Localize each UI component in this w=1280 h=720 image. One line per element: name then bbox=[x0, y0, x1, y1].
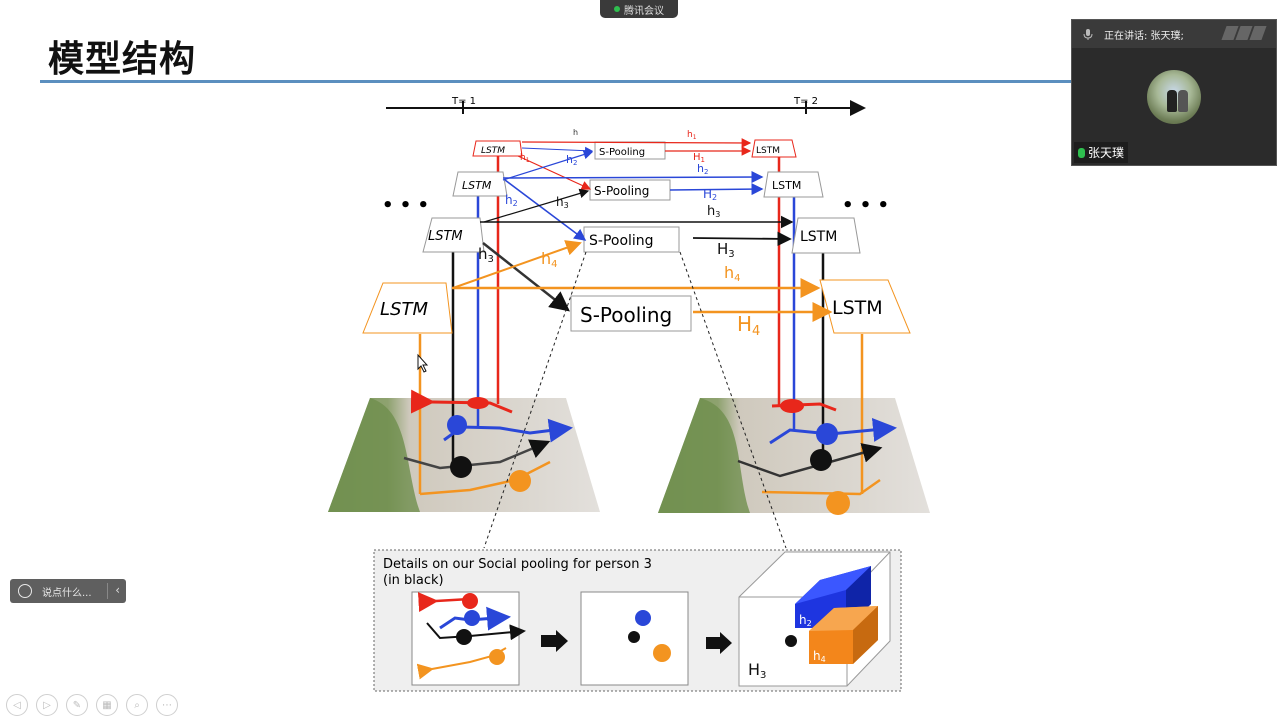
more-icon[interactable]: ⋯ bbox=[156, 694, 178, 716]
time-axis: T= 1 T= 2 bbox=[386, 96, 866, 116]
svg-text:LSTM: LSTM bbox=[428, 229, 463, 244]
svg-text:h3: h3 bbox=[478, 245, 494, 265]
svg-text:h2: h2 bbox=[697, 162, 708, 176]
speaking-label: 正在讲话: 张天璞; bbox=[1104, 30, 1184, 42]
svg-text:h: h bbox=[573, 128, 578, 137]
menu-icon[interactable] bbox=[1221, 26, 1267, 40]
speaking-bar: 正在讲话: 张天璞; bbox=[1072, 20, 1276, 48]
details-title-line1: Details on our Social pooling for person… bbox=[383, 557, 652, 572]
svg-text:h3: h3 bbox=[707, 204, 720, 219]
emoji-icon[interactable] bbox=[18, 584, 32, 598]
meeting-app-pill[interactable]: 腾讯会议 bbox=[600, 0, 678, 18]
participant-name-tag: 张天璞 bbox=[1074, 142, 1129, 163]
zoom-icon[interactable]: ⌕ bbox=[126, 694, 148, 716]
pooling-tensor-cube: h2 h4 H3 bbox=[738, 551, 891, 687]
lstm-t1-p1: LSTM bbox=[472, 140, 523, 157]
svg-text:h1: h1 bbox=[520, 153, 530, 164]
svg-text:h1: h1 bbox=[687, 130, 697, 141]
pooling-box-3: S-Pooling bbox=[583, 226, 680, 253]
pooling-box-1: S-Pooling bbox=[594, 141, 666, 160]
prev-icon[interactable]: ◁ bbox=[6, 694, 28, 716]
video-panel[interactable]: 正在讲话: 张天璞; 张天璞 bbox=[1071, 19, 1277, 166]
meeting-app-name: 腾讯会议 bbox=[624, 5, 664, 17]
ellipsis-left: • • • bbox=[382, 195, 429, 216]
layout-icon[interactable]: ▦ bbox=[96, 694, 118, 716]
svg-text:S-Pooling: S-Pooling bbox=[594, 184, 649, 198]
social-pooling-details-panel: Details on our Social pooling for person… bbox=[373, 549, 902, 692]
svg-text:LSTM: LSTM bbox=[756, 146, 780, 156]
svg-text:h2: h2 bbox=[566, 153, 577, 167]
svg-text:LSTM: LSTM bbox=[832, 297, 883, 319]
svg-text:h4: h4 bbox=[541, 249, 558, 270]
pen-icon[interactable]: ✎ bbox=[66, 694, 88, 716]
svg-text:H3: H3 bbox=[717, 240, 735, 260]
time-label-t1: T= 1 bbox=[451, 96, 476, 107]
next-icon[interactable]: ▷ bbox=[36, 694, 58, 716]
presentation-toolbar: ◁ ▷ ✎ ▦ ⌕ ⋯ bbox=[6, 694, 178, 716]
lstm-t2-p3: LSTM bbox=[791, 217, 861, 254]
svg-text:LSTM: LSTM bbox=[380, 299, 428, 320]
scene-t1 bbox=[328, 398, 600, 512]
lstm-t2-p1: LSTM bbox=[751, 139, 797, 158]
svg-text:h2: h2 bbox=[799, 613, 812, 628]
svg-text:H4: H4 bbox=[737, 312, 760, 339]
lstm-t2-p2: LSTM bbox=[763, 171, 824, 198]
page-title: 模型结构 bbox=[48, 39, 197, 80]
svg-text:H2: H2 bbox=[703, 187, 717, 202]
mic-active-icon bbox=[1078, 147, 1085, 158]
svg-text:h2: h2 bbox=[505, 193, 518, 208]
chat-input[interactable]: 说点什么... ‹ bbox=[10, 579, 126, 603]
mouse-cursor-icon bbox=[417, 353, 429, 373]
participant-name: 张天璞 bbox=[1088, 146, 1125, 160]
svg-text:H1: H1 bbox=[693, 152, 705, 164]
svg-text:LSTM: LSTM bbox=[800, 229, 837, 245]
time-label-t2: T= 2 bbox=[793, 96, 818, 107]
lstm-t2-p4: LSTM bbox=[819, 279, 911, 334]
title-divider bbox=[40, 80, 1072, 83]
svg-text:h3: h3 bbox=[556, 195, 569, 210]
lstm-t1-p2: LSTM bbox=[452, 171, 508, 197]
lstm-t1-p3: LSTM bbox=[422, 217, 485, 253]
pooling-box-4: S-Pooling bbox=[570, 295, 692, 332]
chat-placeholder: 说点什么... bbox=[42, 587, 92, 599]
chat-divider bbox=[107, 583, 108, 599]
chevron-left-icon[interactable]: ‹ bbox=[115, 583, 120, 597]
svg-text:LSTM: LSTM bbox=[462, 179, 492, 192]
lstm-t1-p4: LSTM bbox=[362, 282, 453, 334]
mic-icon bbox=[1083, 29, 1093, 40]
svg-text:h4: h4 bbox=[724, 263, 741, 284]
svg-text:H3: H3 bbox=[748, 660, 766, 681]
avatar bbox=[1147, 70, 1201, 124]
svg-text:S-Pooling: S-Pooling bbox=[589, 233, 654, 249]
svg-text:S-Pooling: S-Pooling bbox=[599, 147, 645, 158]
pooling-box-2: S-Pooling bbox=[589, 179, 671, 201]
ellipsis-right: • • • bbox=[842, 195, 889, 216]
svg-text:LSTM: LSTM bbox=[772, 179, 801, 192]
svg-text:LSTM: LSTM bbox=[481, 146, 505, 156]
svg-text:S-Pooling: S-Pooling bbox=[580, 303, 672, 327]
svg-text:h4: h4 bbox=[813, 649, 826, 664]
details-title-line2: (in black) bbox=[383, 573, 444, 588]
signal-icon bbox=[614, 6, 620, 12]
